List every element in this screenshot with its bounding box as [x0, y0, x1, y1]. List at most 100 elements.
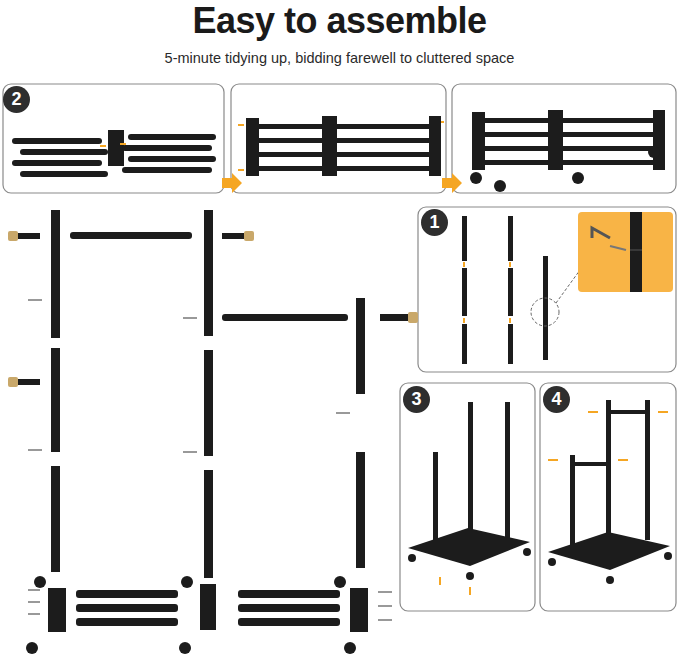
insert-arrow — [100, 144, 126, 146]
rail-bar — [259, 166, 429, 171]
screw — [28, 589, 40, 591]
step-panel — [418, 207, 676, 372]
end-block — [246, 118, 259, 176]
caster — [523, 548, 531, 556]
pole — [204, 210, 213, 336]
pole — [606, 400, 611, 536]
rail-bar — [128, 156, 216, 162]
rail-bar — [238, 590, 340, 598]
cross-block — [200, 584, 216, 630]
hanging-bar — [222, 314, 348, 321]
screw — [610, 246, 626, 250]
caster — [34, 576, 46, 588]
rail-bar — [485, 118, 653, 123]
pole — [356, 298, 365, 394]
base — [548, 532, 670, 570]
screws — [28, 300, 392, 620]
rail-bar — [259, 138, 429, 143]
screw — [378, 605, 392, 607]
screw — [28, 613, 40, 615]
zoom-box — [578, 212, 673, 292]
step-panel — [231, 84, 446, 193]
pole — [462, 216, 467, 261]
pole — [356, 452, 365, 568]
cross-block — [548, 110, 563, 170]
callout-number: 1 — [421, 209, 448, 236]
insert-arrow — [440, 577, 470, 595]
pole — [570, 455, 575, 552]
caster — [466, 572, 474, 580]
hanging-bar — [70, 232, 192, 239]
connector — [18, 379, 40, 385]
connector — [380, 314, 408, 321]
pole — [51, 348, 60, 452]
screw — [28, 601, 40, 603]
rail-bar — [12, 160, 102, 166]
screw — [28, 299, 42, 301]
subtitle: 5-minute tidying up, bidding farewell to… — [0, 50, 679, 66]
pole — [204, 470, 213, 578]
rail-bar — [485, 146, 653, 151]
pole — [51, 466, 60, 572]
end-block — [350, 588, 368, 632]
end-cap — [8, 231, 18, 241]
caster — [179, 642, 191, 654]
callout-number: 2 — [3, 86, 30, 113]
pole — [505, 402, 510, 540]
rail-bar — [259, 152, 429, 157]
screw — [378, 619, 392, 621]
pole — [645, 400, 650, 540]
rail-bar — [76, 604, 178, 612]
insert-arrow — [464, 262, 510, 323]
pole-segments — [462, 216, 548, 364]
rail-bar — [122, 145, 212, 151]
screw — [183, 317, 197, 319]
insert-arrow — [238, 122, 444, 170]
pole — [508, 324, 513, 364]
allen-key — [592, 228, 610, 238]
caster — [664, 552, 672, 560]
caster — [548, 558, 556, 566]
rail-bar — [122, 167, 212, 173]
pole — [462, 268, 467, 316]
flow-arrow — [442, 173, 462, 193]
callout-number: 3 — [403, 386, 430, 413]
step-panel — [540, 383, 676, 611]
hanging-bar — [606, 410, 650, 414]
end-block — [48, 588, 66, 632]
rail-bar — [238, 618, 340, 626]
pole — [204, 350, 213, 456]
cross-block — [108, 130, 124, 166]
pole — [508, 268, 513, 316]
screw — [183, 451, 197, 453]
base-frame — [470, 110, 665, 192]
caster — [344, 642, 356, 654]
insert-arrow — [548, 412, 668, 460]
callout-number: 4 — [543, 386, 570, 413]
rail-bar — [20, 149, 108, 155]
screw — [28, 449, 42, 451]
rail-bar — [12, 138, 102, 144]
caster — [408, 554, 416, 562]
step-panel — [3, 84, 224, 193]
step-panel — [400, 383, 535, 611]
zoom-circle — [531, 298, 559, 326]
end-cap — [244, 231, 254, 241]
pole — [433, 452, 438, 548]
rack-step4 — [548, 400, 672, 584]
hanging-bar — [570, 462, 610, 466]
pole — [508, 216, 513, 261]
rail-bar — [238, 604, 340, 612]
page-title: Easy to assemble — [0, 0, 679, 42]
pole — [468, 402, 473, 534]
connector — [18, 233, 40, 239]
screw — [336, 412, 350, 414]
flow-arrow — [222, 173, 242, 193]
end-cap — [408, 312, 418, 323]
rail-bars — [12, 130, 216, 177]
rail-bar — [76, 618, 178, 626]
caster — [334, 576, 346, 588]
rail-bar — [128, 134, 216, 140]
